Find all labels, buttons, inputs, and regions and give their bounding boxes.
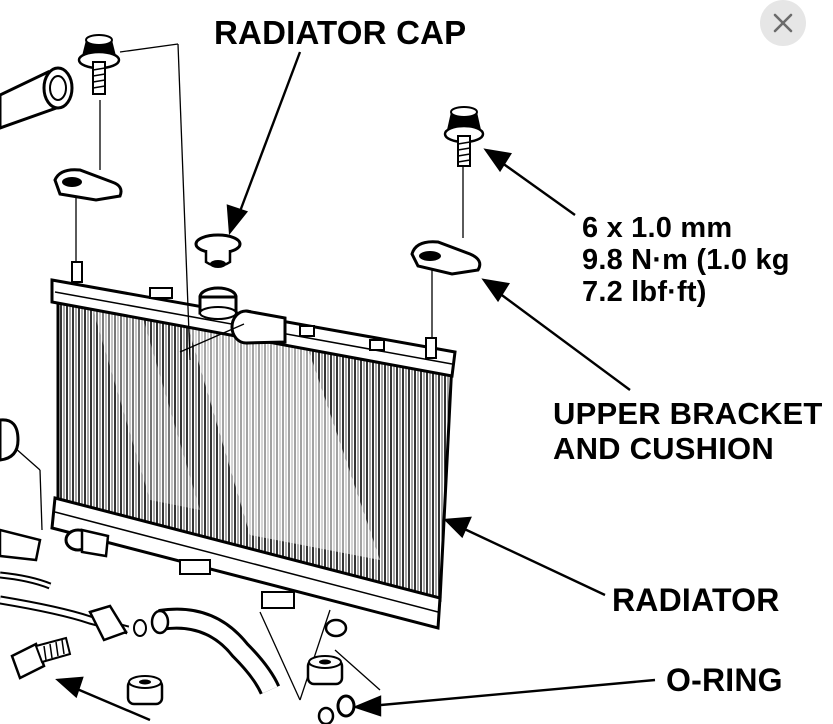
lower-hose: [133, 607, 281, 695]
radiator-cap-label: RADIATOR CAP: [214, 14, 467, 51]
bolt-spec-label: 6 x 1.0 mm 9.8 N·m (1.0 kg 7.2 lbf·ft): [582, 212, 790, 308]
bolt-left: [77, 34, 121, 95]
lower-cushion-right: [306, 655, 344, 686]
radiator-cap-part: [194, 233, 242, 268]
bolt-spec-line-1: 6 x 1.0 mm: [582, 212, 733, 244]
radiator-core: [56, 288, 454, 602]
upper-bracket-line-1: UPPER BRACKET: [553, 396, 823, 431]
radiator-lower-tank: [50, 496, 442, 630]
close-button[interactable]: [760, 0, 806, 46]
drain-plug: [10, 636, 72, 680]
upper-hose-inlet: [230, 309, 287, 345]
arrows: [55, 51, 656, 722]
filler-neck: [198, 286, 238, 320]
leader-lines: [5, 43, 464, 701]
bolt-spec-line-2: 9.8 N·m (1.0 kg: [582, 244, 790, 276]
upper-bracket-line-2: AND CUSHION: [553, 431, 774, 466]
bolt-right: [443, 106, 485, 167]
left-hose: [0, 418, 110, 562]
bracket-left: [53, 168, 123, 202]
bolt-spec-line-3: 7.2 lbf·ft): [582, 276, 707, 308]
close-icon: [773, 13, 793, 33]
radiator-label: RADIATOR: [612, 582, 780, 618]
mounting-pins: [71, 261, 437, 359]
upper-hose: [0, 66, 74, 130]
o-ring-label: O-RING: [666, 662, 783, 698]
cooler-lines: [0, 571, 130, 642]
lower-cushion-left: [126, 675, 164, 706]
upper-bracket-label: UPPER BRACKET AND CUSHION: [553, 396, 823, 466]
o-ring-part: [317, 618, 356, 724]
bracket-right: [410, 240, 482, 276]
